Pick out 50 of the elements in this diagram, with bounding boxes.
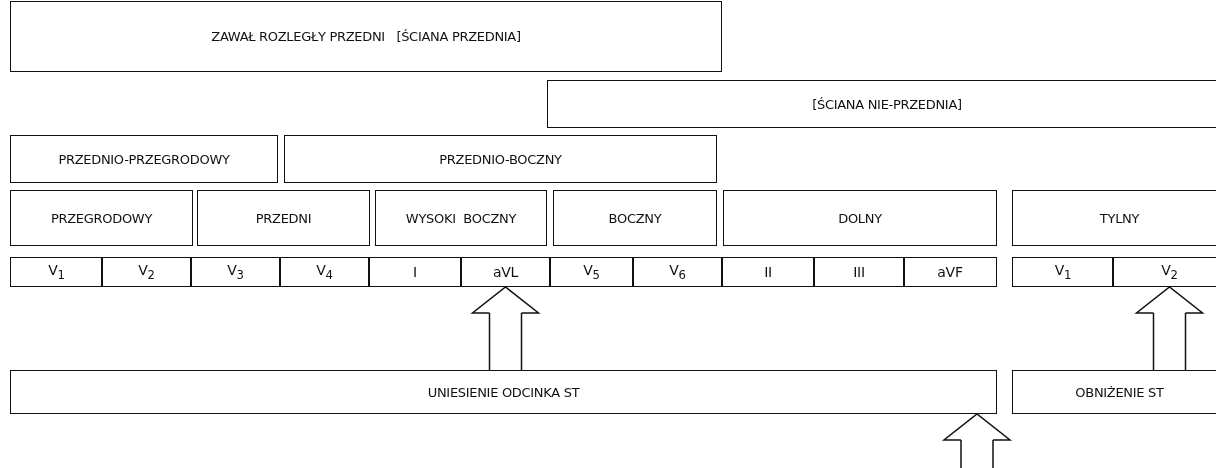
region-label: BOCZNY xyxy=(608,210,662,226)
st-box xyxy=(10,370,997,414)
region-box xyxy=(10,1,722,72)
lead-name: V$_{3}$ xyxy=(227,262,244,282)
lead-name: aVF xyxy=(937,264,963,280)
lead-name: II xyxy=(764,264,772,280)
region-label: PRZEGRODOWY xyxy=(50,210,153,226)
lead-name: V$_{1}$ xyxy=(48,262,65,282)
lead-name: V$_{4}$ xyxy=(316,262,333,282)
st-box xyxy=(1012,370,1216,414)
lead-name: V$_{1}$ xyxy=(1054,262,1072,282)
region-label: PRZEDNIO-BOCZNY xyxy=(439,151,562,167)
region-label: ZAWAŁ ROZLEGŁY PRZEDNI [ŚCIANA PRZEDNIA] xyxy=(211,29,521,44)
region-box xyxy=(10,135,278,183)
region-box xyxy=(723,190,997,246)
region-box xyxy=(284,135,717,183)
lead-name: V$_{2}$ xyxy=(1161,262,1178,282)
lead-cell xyxy=(721,257,815,287)
region-label: WYSOKI BOCZNY xyxy=(405,210,517,226)
lead-cell xyxy=(279,257,370,287)
region-label: [ŚCIANA NIE-PRZEDNIA] xyxy=(812,96,962,112)
region-box xyxy=(1012,190,1216,246)
lead-name: V$_{6}$ xyxy=(669,262,686,282)
region-label: PRZEDNI xyxy=(255,210,312,226)
lead-cell xyxy=(549,257,634,287)
lead-cell xyxy=(368,257,462,287)
region-label: DOLNY xyxy=(838,210,882,226)
lead-cell xyxy=(813,257,905,287)
lead-cell xyxy=(190,257,281,287)
lead-name: V$_{2}$ xyxy=(138,262,155,282)
region-box xyxy=(553,190,717,246)
lead-name: III xyxy=(853,264,865,280)
lead-name: I xyxy=(413,264,417,280)
lead-cell xyxy=(1012,257,1114,287)
region-box xyxy=(197,190,370,246)
region-label: PRZEDNIO-PRZEGRODOWY xyxy=(58,151,230,167)
region-box xyxy=(547,80,1216,128)
lead-cell xyxy=(903,257,997,287)
lead-name: aVL xyxy=(492,264,519,280)
region-box xyxy=(10,190,193,246)
lead-cell xyxy=(460,257,551,287)
lead-name: V$_{5}$ xyxy=(583,262,600,282)
lead-cell xyxy=(101,257,192,287)
lead-cell xyxy=(10,257,103,287)
lead-cell xyxy=(632,257,723,287)
st-label: OBNIŻENIE ST xyxy=(1075,384,1164,400)
region-label: TYLNY xyxy=(1099,210,1140,226)
region-box xyxy=(375,190,547,246)
lead-cell xyxy=(1112,257,1216,287)
st-label: UNIESIENIE ODCINKA ST xyxy=(427,384,580,400)
